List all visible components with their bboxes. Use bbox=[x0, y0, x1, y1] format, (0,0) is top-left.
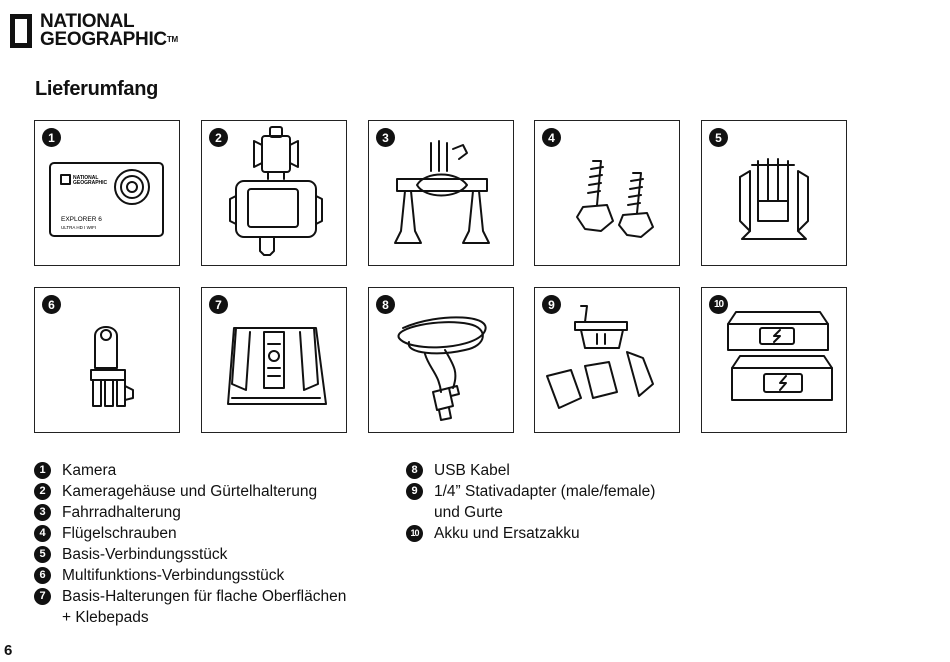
item-tile-10: 10 bbox=[701, 287, 847, 433]
trademark: TM bbox=[166, 35, 178, 44]
bike-mount-icon bbox=[394, 140, 490, 244]
yellow-frame-icon bbox=[10, 14, 32, 48]
item-number-8: 8 bbox=[376, 295, 395, 314]
item-number-9: 9 bbox=[542, 295, 561, 314]
camera-housing-icon bbox=[229, 126, 323, 256]
brand-line-1: NATIONAL bbox=[40, 11, 135, 32]
page-number: 6 bbox=[4, 642, 13, 659]
national-geographic-logo: NATIONAL GEOGRAPHICTM bbox=[10, 10, 178, 52]
item-number-2: 2 bbox=[209, 128, 228, 147]
camera-spec: ULTRA HD I WIFI bbox=[61, 225, 96, 230]
flat-mount-icon bbox=[227, 327, 327, 405]
page-heading: Lieferumfang bbox=[35, 78, 159, 100]
item-number-1: 1 bbox=[42, 128, 61, 147]
item-tile-2: 2 bbox=[201, 120, 347, 266]
item-tile-9: 9 bbox=[534, 287, 680, 433]
item-tile-5: 5 bbox=[701, 120, 847, 266]
item-number-3: 3 bbox=[376, 128, 395, 147]
camera-brand-2: GEOGRAPHIC bbox=[73, 180, 108, 186]
battery-icon bbox=[727, 311, 833, 401]
item-number-7: 7 bbox=[209, 295, 228, 314]
base-connector-icon bbox=[739, 158, 809, 240]
camera-icon: NATIONAL GEOGRAPHIC EXPLORER 6 ULTRA HD … bbox=[49, 162, 164, 237]
tripod-adapter-icon bbox=[546, 305, 654, 409]
usb-cable-icon bbox=[397, 316, 487, 421]
item-tile-8: 8 bbox=[368, 287, 514, 433]
brand-name: NATIONAL GEOGRAPHICTM bbox=[40, 11, 178, 50]
camera-brand-1: NATIONAL bbox=[73, 175, 98, 181]
item-number-10: 10 bbox=[709, 295, 728, 314]
item-tile-4: 4 bbox=[534, 120, 680, 266]
item-tile-1: NATIONAL GEOGRAPHIC EXPLORER 6 ULTRA HD … bbox=[34, 120, 180, 266]
item-number-6: 6 bbox=[42, 295, 61, 314]
item-number-4: 4 bbox=[542, 128, 561, 147]
item-tile-6: 6 bbox=[34, 287, 180, 433]
multi-connector-icon bbox=[90, 326, 134, 407]
brand-line-2: GEOGRAPHIC bbox=[40, 29, 167, 50]
item-tile-3: 3 bbox=[368, 120, 514, 266]
item-tile-7: 7 bbox=[201, 287, 347, 433]
camera-model: EXPLORER 6 bbox=[61, 216, 102, 223]
item-number-5: 5 bbox=[709, 128, 728, 147]
thumb-screws-icon bbox=[576, 160, 654, 238]
